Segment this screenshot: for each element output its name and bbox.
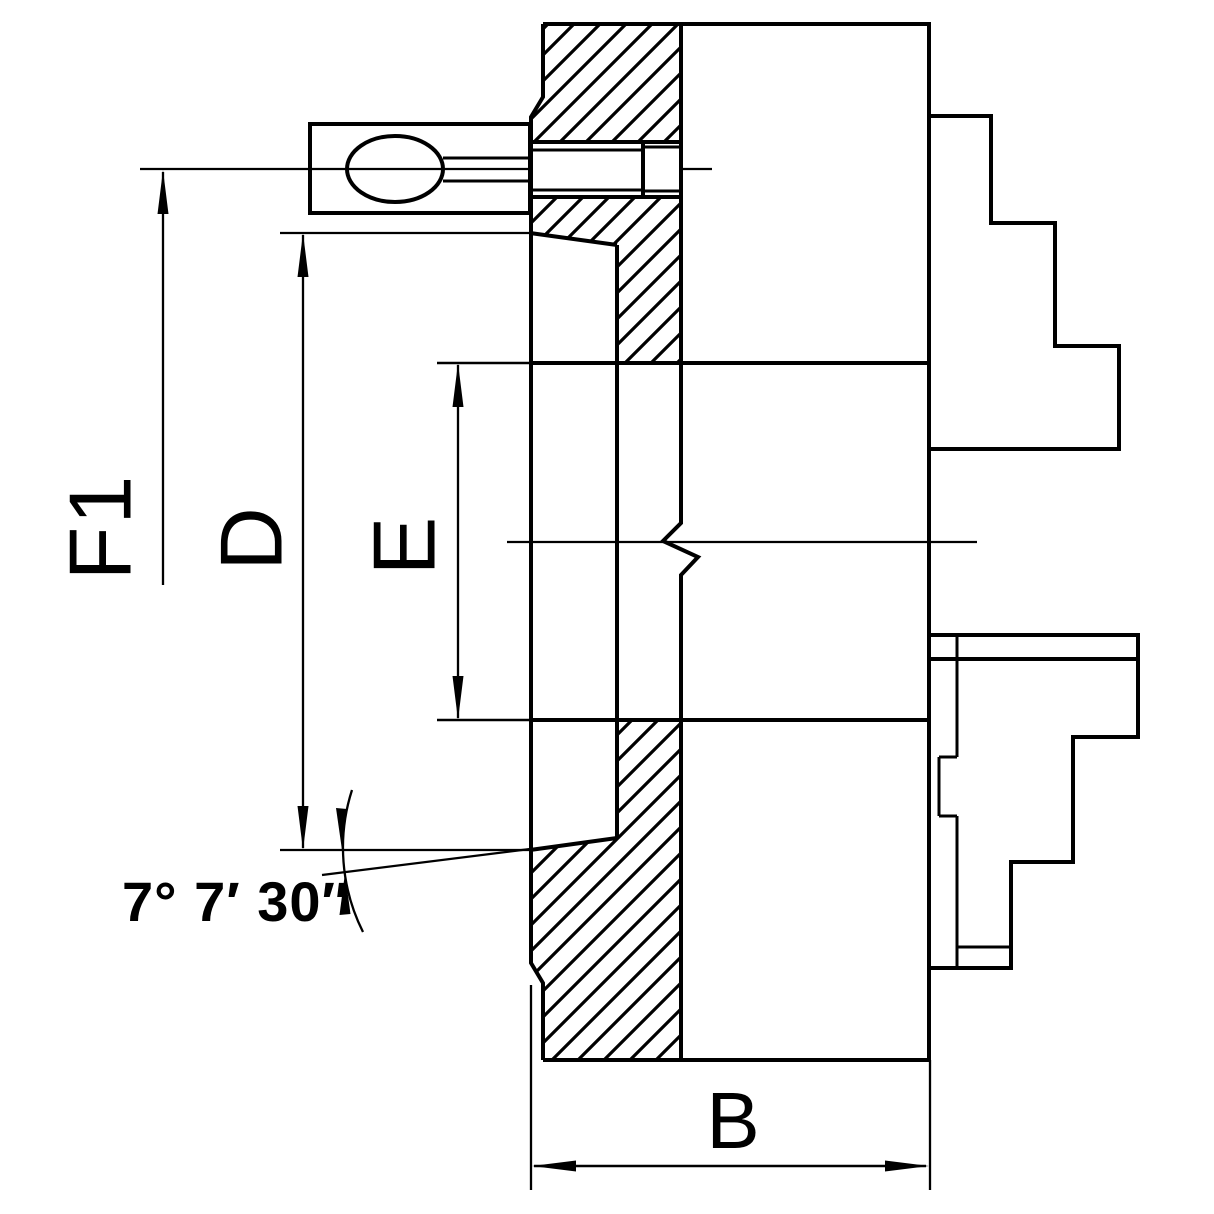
b-extension-lines (529, 985, 932, 1190)
f1-arrowhead-up (157, 170, 169, 214)
centerlines (140, 167, 977, 544)
d-arrowhead-down (297, 806, 309, 850)
flange-front-face (529, 24, 545, 1060)
camlock-stud-shank (443, 156, 530, 183)
bottom-jaw-stepped-profile (929, 633, 1140, 970)
b-arrowhead-left (532, 1160, 576, 1172)
flange-hatching (530, 24, 681, 1060)
e-arrowhead-down (452, 676, 464, 720)
dimension-angle: 7° 7′ 30″ (122, 789, 531, 933)
taper-seats (529, 231, 618, 852)
d-label: D (202, 505, 301, 571)
e-arrowhead-up (452, 363, 464, 407)
angle-arc (341, 789, 365, 933)
bottom-jaw-inner-lines (937, 635, 1011, 968)
hatch-region-lower-flange (531, 722, 681, 1060)
top-jaw-stepped-profile (929, 114, 1121, 451)
e-extension-lines (437, 361, 531, 722)
taper-extension-line (321, 847, 531, 877)
f1-label: F1 (51, 474, 150, 581)
dimension-b: B (529, 985, 932, 1190)
chuck-jaws (929, 114, 1140, 970)
angle-label: 7° 7′ 30″ (122, 870, 349, 933)
dimension-d: D (202, 231, 530, 852)
b-label: B (706, 1076, 759, 1165)
angle-arrowhead-lower (339, 873, 351, 915)
b-arrowhead-right (885, 1160, 929, 1172)
dimension-e: E (355, 361, 531, 722)
bore-edges (531, 361, 929, 722)
hatch-region-top-flange (531, 24, 681, 142)
camlock-slot-inner-lines (530, 145, 681, 193)
flange-body-joint-with-break (659, 24, 702, 1060)
d-extension-lines (280, 231, 530, 852)
e-label: E (355, 515, 454, 576)
d-arrowhead-up (297, 233, 309, 277)
dimension-f1: F1 (51, 170, 169, 585)
angle-arrowhead-upper (336, 808, 347, 850)
hatch-region-upper-hub (530, 197, 681, 362)
